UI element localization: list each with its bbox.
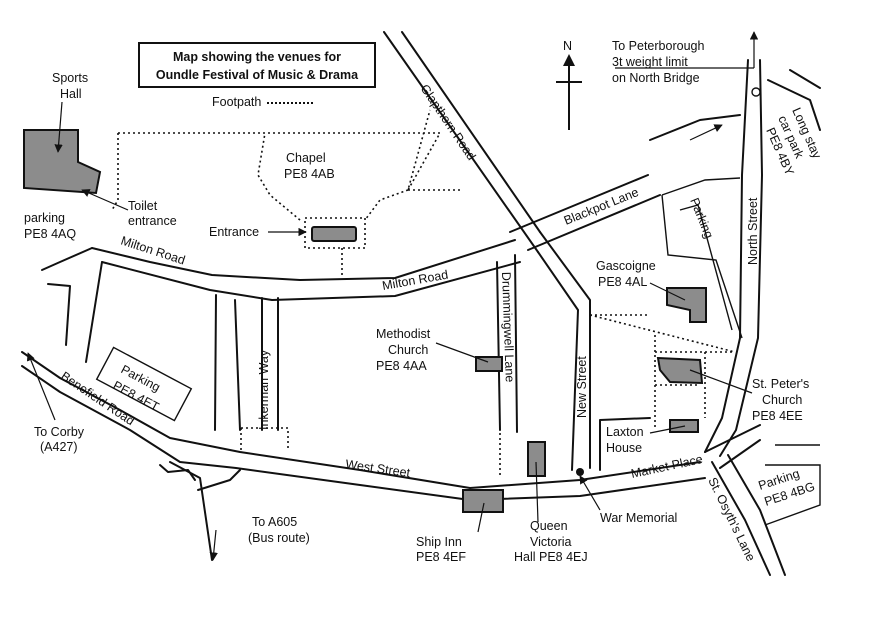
road-label-inkerman: Inkerman Way bbox=[257, 349, 271, 430]
war-memorial-label: War Memorial bbox=[600, 511, 677, 525]
ship-inn-label-1: Ship Inn bbox=[416, 535, 462, 549]
gascoigne-label-2: PE8 4AL bbox=[598, 275, 647, 289]
road-label-st-osyths: St. Osyth's Lane bbox=[705, 475, 758, 563]
toilet-label-2: entrance bbox=[128, 214, 177, 228]
methodist-label-1: Methodist bbox=[376, 327, 431, 341]
laxton-label-1: Laxton bbox=[606, 425, 644, 439]
road-label-market-place: Market Place bbox=[630, 452, 704, 481]
toilet-label-1: Toilet bbox=[128, 199, 158, 213]
ship-inn-label-2: PE8 4EF bbox=[416, 550, 466, 564]
a605-label-2: (Bus route) bbox=[248, 531, 310, 545]
gascoigne-venue bbox=[666, 287, 707, 323]
queen-victoria-label-1: Queen bbox=[530, 519, 568, 533]
peterborough-label-2: 3t weight limit bbox=[612, 55, 688, 69]
footpath-north bbox=[118, 109, 442, 191]
laxton-label-2: House bbox=[606, 441, 642, 455]
north-arrow-icon: N bbox=[556, 39, 582, 130]
a605-label-1: To A605 bbox=[252, 515, 297, 529]
corby-label-2: (A427) bbox=[40, 440, 78, 454]
north-label: N bbox=[563, 39, 572, 53]
parking-aq-label-2: PE8 4AQ bbox=[24, 227, 76, 241]
st-peters-label-3: PE8 4EE bbox=[752, 409, 803, 423]
map-legend: Footpath bbox=[212, 95, 314, 109]
roads bbox=[21, 31, 821, 576]
leader-lines bbox=[26, 31, 761, 561]
queen-victoria-label-2: Victoria bbox=[530, 535, 572, 549]
chapel-label-1: Chapel bbox=[286, 151, 326, 165]
road-label-drummingwell: Drummingwell Lane bbox=[499, 272, 517, 383]
legend-footpath-swatch bbox=[267, 102, 314, 104]
corby-label-1: To Corby bbox=[34, 425, 85, 439]
road-label-glapthorn: Glapthorn Road bbox=[418, 82, 479, 163]
gascoigne-label-1: Gascoigne bbox=[596, 259, 656, 273]
road-label-west-street: West Street bbox=[345, 457, 412, 480]
st-peters-label-2: Church bbox=[762, 393, 802, 407]
sports-hall-label-1: Sports bbox=[52, 71, 88, 85]
methodist-label-2: Church bbox=[388, 343, 428, 357]
peterborough-label-1: To Peterborough bbox=[612, 39, 704, 53]
map-title-line-1: Map showing the venues for bbox=[172, 50, 342, 64]
sports-hall-venue bbox=[23, 129, 102, 195]
road-label-north-street: North Street bbox=[746, 197, 760, 265]
chapel-venue bbox=[311, 226, 357, 242]
map-title-line-2: Oundle Festival of Music & Drama bbox=[155, 68, 359, 82]
methodist-label-3: PE8 4AA bbox=[376, 359, 427, 373]
footpath-inkerman bbox=[240, 427, 289, 450]
st-peters-label-1: St. Peter's bbox=[752, 377, 809, 391]
entrance-label: Entrance bbox=[209, 225, 259, 239]
road-label-parking: Parking bbox=[687, 196, 716, 241]
parking-aq-label-1: parking bbox=[24, 211, 65, 225]
war-memorial-marker bbox=[576, 468, 584, 476]
st-peters-church-venue bbox=[656, 356, 704, 385]
footpath-chapel-east bbox=[364, 189, 409, 221]
peterborough-label-3: on North Bridge bbox=[612, 71, 700, 85]
footpath-west bbox=[111, 133, 119, 211]
footpath-chapel-west bbox=[257, 132, 301, 221]
chapel-label-2: PE8 4AB bbox=[284, 167, 335, 181]
parking-et-box bbox=[95, 346, 193, 422]
road-label-new-street: New Street bbox=[575, 356, 589, 418]
legend-footpath-label: Footpath bbox=[212, 95, 262, 109]
queen-victoria-label-3: Hall PE8 4EJ bbox=[514, 550, 588, 564]
ship-inn-venue bbox=[462, 489, 504, 513]
footpath-church bbox=[589, 314, 736, 430]
sports-hall-label-2: Hall bbox=[60, 87, 82, 101]
map-title-box: Map showing the venues for Oundle Festiv… bbox=[138, 42, 376, 88]
